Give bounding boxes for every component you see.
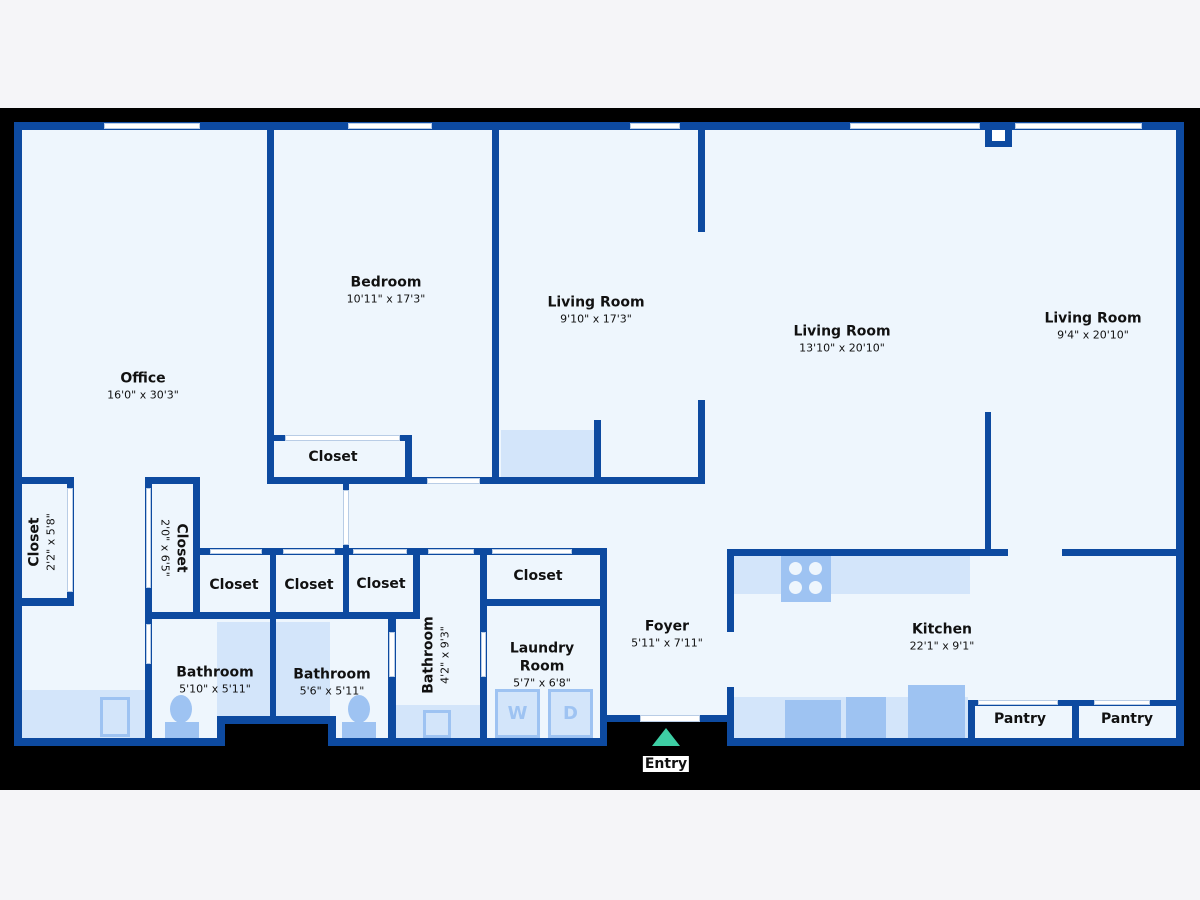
wall	[14, 122, 1184, 130]
wall	[217, 718, 225, 746]
wall	[698, 400, 705, 484]
shower-icon	[217, 622, 270, 718]
wall	[267, 122, 274, 484]
room-label-closet: Closet	[284, 577, 334, 593]
wall	[343, 484, 349, 615]
closet-door[interactable]	[492, 549, 572, 554]
window	[630, 123, 680, 129]
kitchen-counter-top	[734, 556, 970, 594]
wall	[492, 122, 499, 484]
wall	[14, 477, 74, 484]
wall	[968, 700, 975, 746]
shower-icon	[276, 622, 330, 718]
wall	[193, 477, 200, 617]
cabinet-icon	[100, 697, 130, 737]
wall	[727, 687, 734, 746]
chimney-icon	[985, 125, 1012, 147]
wall	[145, 477, 152, 746]
door[interactable]	[481, 632, 486, 677]
toilet-icon	[348, 695, 370, 723]
wall	[727, 738, 1184, 746]
door[interactable]	[428, 549, 474, 554]
wall	[14, 738, 225, 746]
wall	[1062, 549, 1184, 556]
entry-arrow-icon	[652, 728, 680, 746]
toilet-icon	[165, 722, 199, 738]
door[interactable]	[427, 478, 480, 484]
window	[850, 123, 980, 129]
closet-door[interactable]	[283, 549, 335, 554]
wall	[14, 598, 74, 606]
wall	[600, 548, 607, 746]
dishwasher-icon	[846, 697, 886, 738]
wall	[405, 435, 412, 484]
wall	[217, 716, 330, 724]
pantry-door[interactable]	[1094, 700, 1150, 705]
wall	[145, 477, 200, 484]
closet-door[interactable]	[353, 549, 407, 554]
notch	[225, 724, 330, 746]
door[interactable]	[343, 490, 349, 545]
room-label-closet: Closet	[209, 577, 259, 593]
wall	[727, 549, 734, 632]
entry-label: Entry	[642, 756, 690, 772]
door[interactable]	[146, 624, 151, 664]
refrigerator-icon	[908, 685, 965, 738]
room-label-closet: Closet	[308, 449, 358, 465]
window	[1015, 123, 1142, 129]
wall	[270, 548, 276, 718]
room-label-pantry: Pantry	[1100, 711, 1154, 727]
sink-icon	[423, 710, 451, 738]
stove-icon	[781, 556, 831, 602]
wall	[388, 612, 396, 746]
closet-door[interactable]	[210, 549, 262, 554]
washer-icon: W	[495, 689, 540, 738]
room-label-closet: Closet	[513, 568, 563, 584]
toilet-icon	[342, 722, 376, 738]
wall	[985, 412, 991, 555]
wall	[480, 599, 607, 606]
door[interactable]	[389, 632, 395, 677]
wall	[328, 716, 336, 746]
wall	[594, 420, 601, 484]
window	[104, 123, 200, 129]
sink-icon	[785, 700, 841, 738]
wall	[1072, 700, 1079, 746]
wall	[330, 738, 607, 746]
wall	[698, 122, 705, 232]
pantry-door[interactable]	[978, 700, 1058, 705]
wall	[267, 477, 705, 484]
dryer-icon: D	[548, 689, 593, 738]
closet-door[interactable]	[146, 488, 151, 588]
room-label-closet: Closet	[356, 576, 406, 592]
wall	[1176, 122, 1184, 746]
closet-door[interactable]	[285, 435, 400, 441]
entry-door[interactable]	[640, 715, 700, 722]
room-label-pantry: Pantry	[993, 711, 1047, 727]
wall	[145, 612, 420, 619]
fixture-area	[501, 430, 594, 477]
closet-door[interactable]	[67, 488, 73, 592]
toilet-icon	[170, 695, 192, 723]
window	[348, 123, 432, 129]
wall	[413, 548, 420, 615]
wall	[727, 549, 1008, 556]
wall	[14, 122, 22, 746]
